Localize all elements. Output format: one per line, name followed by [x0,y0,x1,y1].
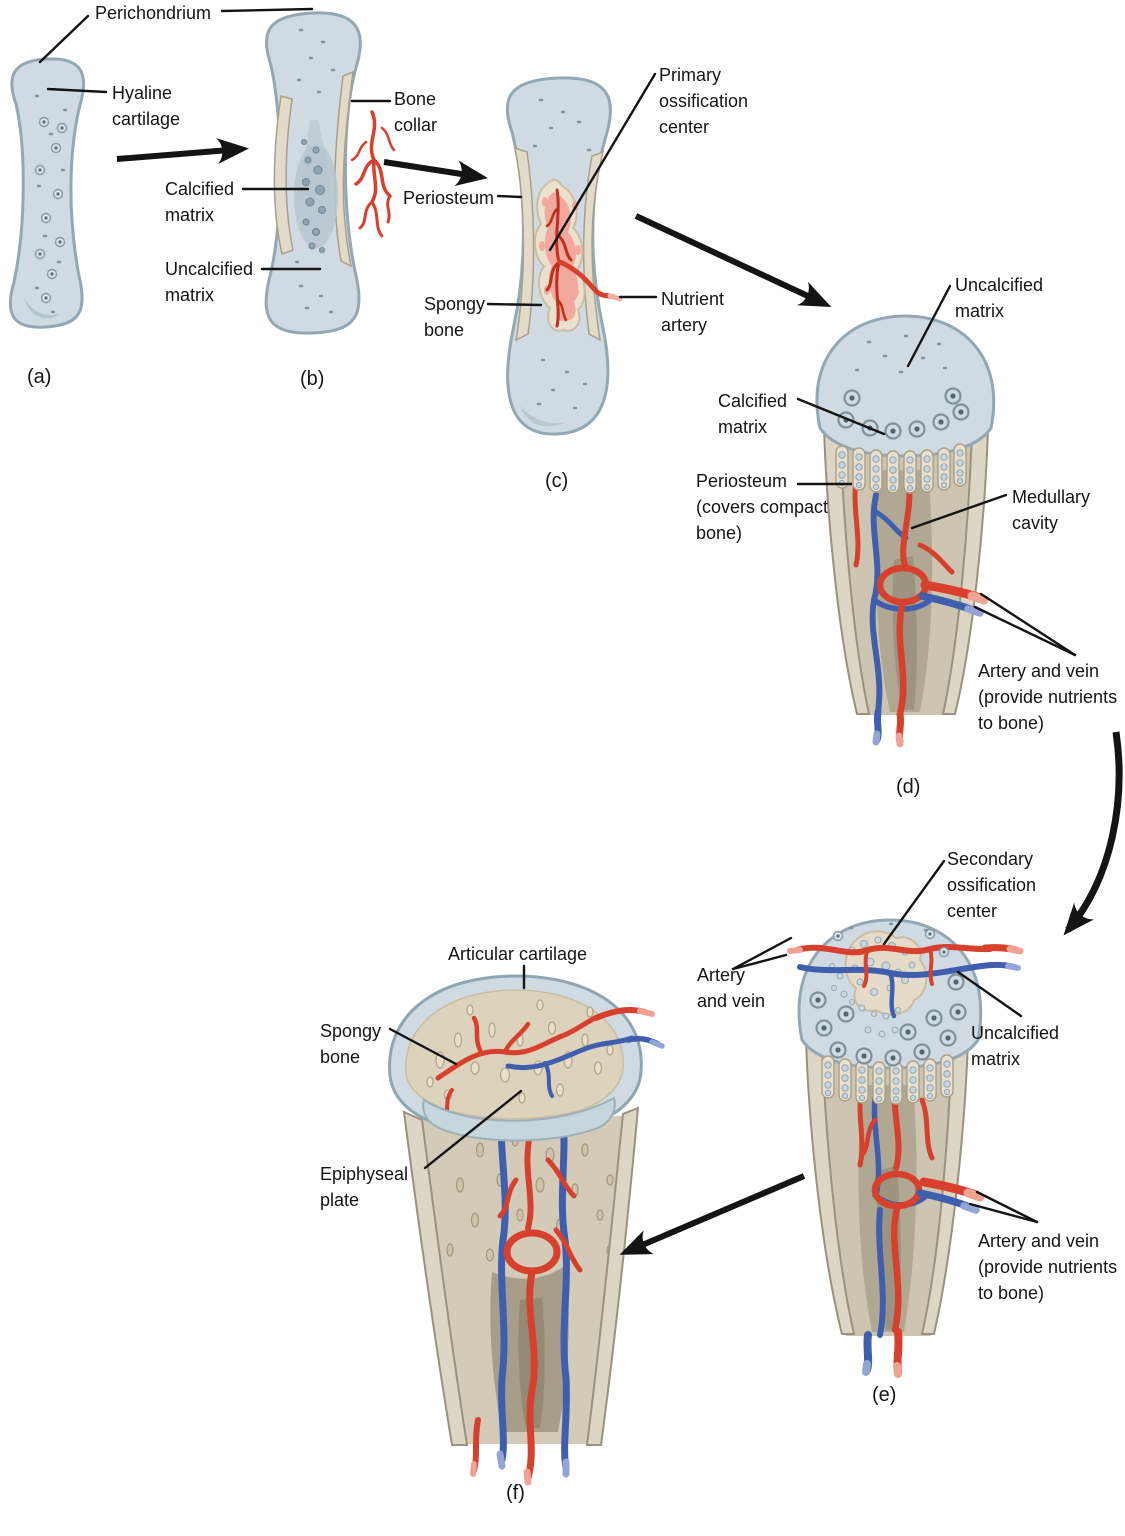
bone-d-illustration [815,314,996,748]
label-uncalcified-matrix-b: Uncalcified matrix [165,259,254,305]
label-calcified-matrix-b: Calcified matrix [165,179,235,225]
matrix-speckles-b [294,28,336,314]
compact-bone-wall-right-f [585,1106,640,1446]
caption-panel-f: (f) [506,1482,525,1504]
label-artery-vein-e: Artery and vein [697,965,766,1011]
label-spongy-bone-c: Spongy bone [424,294,486,340]
label-bone-collar: Bone collar [394,89,438,135]
label-hyaline-cartilage: Hyaline cartilage [112,83,181,129]
compact-bone-wall-left [822,426,871,715]
caption-panel-b: (b) [300,368,325,390]
label-uncalcified-matrix-e: Uncalcified matrix [971,1023,1060,1069]
bone-collar-right [334,70,354,268]
matrix-speckles-e [848,922,929,932]
spongy-texture-cap-f [426,999,614,1104]
primary-ossification-center-spongy-bone [533,178,586,332]
label-primary-ossification: Primary ossification center [659,65,749,137]
label-spongy-bone-f: Spongy bone [320,1021,382,1067]
label-periosteum-c: Periosteum [403,188,495,208]
caption-panel-a: (a) [27,366,52,388]
label-pointer-lines [38,7,1077,1224]
label-calcified-matrix-d: Calcified matrix [718,391,788,437]
flow-arrows [116,138,1123,1255]
bone-f-illustration [388,974,665,1486]
bone-collar-left [273,95,294,255]
caption-panel-e: (e) [872,1384,897,1406]
periosteal-vessels-b [350,110,396,238]
caption-panel-d: (d) [896,776,921,798]
compact-bone-wall-left-e [804,1038,856,1335]
label-nutrient-artery: Nutrient artery [661,289,725,335]
label-secondary-ossification: Secondary ossification center [947,849,1037,921]
label-uncalcified-matrix-d: Uncalcified matrix [955,275,1044,321]
label-artery-vein-e2: Artery and vein (provide nutrients to bo… [978,1231,1118,1303]
arrow-c-to-d [634,213,832,307]
bone-c-illustration [505,76,623,436]
shaft-vessels-f [470,1104,583,1486]
label-articular-cartilage: Articular cartilage [448,944,588,964]
arrow-d-to-e [1063,731,1123,936]
arrow-b-to-c [383,159,488,187]
label-artery-vein-d: Artery and vein (provide nutrients to bo… [978,661,1118,733]
label-periosteum-d: Periosteum (covers compact bone) [696,471,829,543]
periosteum-left [514,146,535,342]
matrix-speckles-d [854,334,948,374]
epiphyseal-vessels-f [435,1007,665,1120]
matrix-speckles-c [532,98,592,410]
calcified-matrix-blob [294,120,338,253]
arrow-a-to-b [116,138,249,164]
matrix-speckles-a [34,94,68,314]
label-medullary-cavity: Medullary cavity [1012,487,1091,533]
compact-bone-wall-left-f [402,1110,469,1446]
bone-e-illustration [787,918,1024,1378]
caption-panel-c: (c) [545,470,569,492]
label-epiphyseal-plate: Epiphyseal plate [320,1164,409,1210]
arrow-e-to-f [619,1173,806,1255]
bone-b-illustration [264,11,396,335]
epiphyseal-vessels-e [787,944,1024,1019]
label-perichondrium: Perichondrium [95,3,212,23]
nutrient-artery-vessel [557,259,623,302]
periosteum-right [582,150,605,342]
bone-a-illustration [8,57,86,329]
medullary-vessels-d [852,475,989,748]
